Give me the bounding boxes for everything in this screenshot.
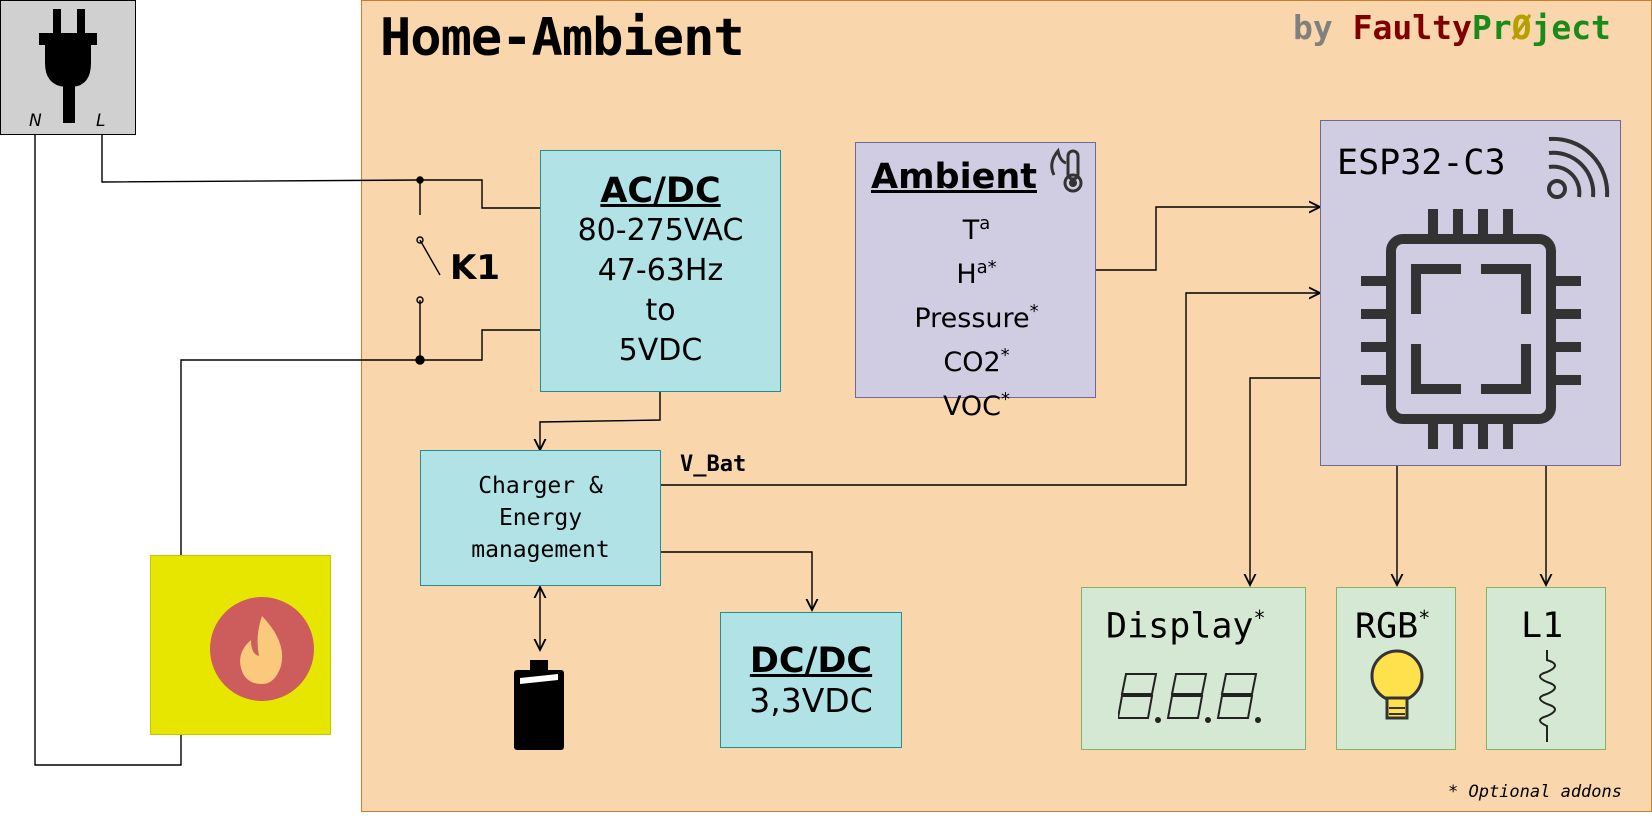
charger-line-2: management: [471, 537, 610, 563]
wifi-icon: [1547, 136, 1610, 199]
footnote: * Optional addons: [1448, 782, 1622, 802]
rgb-led-block: RGB*: [1336, 587, 1456, 750]
chip-icon: [1361, 209, 1581, 449]
ambient-title: Ambient: [871, 157, 1037, 197]
dcdc-block: DC/DC 3,3VDC: [720, 612, 902, 748]
byline-pr: Pr: [1471, 8, 1512, 47]
l1-block: L1: [1486, 587, 1606, 750]
charger-line-1: Energy: [498, 505, 583, 531]
power-plug-icon: [39, 9, 97, 123]
sensor-temperature: Ta: [962, 213, 991, 246]
neutral-label: N: [29, 111, 42, 131]
byline-slash-o: Ø: [1511, 8, 1532, 47]
mcu-title: ESP32-C3: [1337, 143, 1506, 183]
acdc-spec-0: 80-275VAC: [577, 213, 744, 248]
sensor-co2: CO2*: [943, 345, 1010, 378]
relay-k1-label: K1: [450, 248, 501, 288]
display-block: Display*: [1081, 587, 1306, 750]
esp32-c3-block: ESP32-C3: [1320, 120, 1621, 466]
seven-segment-icon: [1118, 673, 1261, 723]
diagram-title: Home-Ambient: [380, 8, 745, 68]
heater-block: [150, 555, 331, 735]
ambient-sensor-list: Ta Ha* Pressure* CO2* VOC*: [856, 205, 1097, 425]
acdc-title: AC/DC: [600, 171, 721, 211]
dcdc-title: DC/DC: [749, 640, 873, 681]
byline-ject: ject: [1531, 8, 1611, 47]
byline-faulty: Faulty: [1352, 8, 1472, 47]
charger-block: Charger & Energy management: [420, 450, 661, 586]
display-title: Display*: [1106, 606, 1266, 647]
vbat-label: V_Bat: [680, 452, 747, 477]
flame-icon: [210, 597, 314, 701]
acdc-spec-2: to: [645, 293, 676, 328]
sensor-voc: VOC*: [942, 389, 1011, 422]
dcdc-value: 3,3VDC: [749, 680, 873, 720]
byline: by FaultyPrØject: [1293, 8, 1611, 47]
byline-by: by: [1293, 8, 1353, 47]
relay-k1: [419, 180, 441, 360]
live-label: L: [96, 111, 106, 131]
charger-line-0: Charger &: [478, 473, 603, 499]
sensor-pressure: Pressure*: [914, 301, 1039, 334]
acdc-spec-3: 5VDC: [618, 333, 703, 368]
l1-title: L1: [1521, 606, 1564, 646]
battery-icon: [514, 660, 564, 750]
sensor-humidity: Ha*: [956, 257, 997, 290]
rgb-title: RGB*: [1355, 606, 1431, 647]
mains-plug: N L: [0, 0, 136, 135]
ambient-sensor-block: Ambient Ta Ha* Pressure* CO2* VOC*: [855, 142, 1096, 422]
thermometer-fire-icon: [1050, 147, 1083, 193]
light-bulb-icon: [1370, 649, 1424, 720]
inductor-coil-icon: [1539, 650, 1556, 742]
acdc-block: AC/DC 80-275VAC 47-63Hz to 5VDC: [540, 150, 781, 392]
acdc-spec-1: 47-63Hz: [597, 253, 724, 288]
wire-live: [101, 135, 421, 183]
